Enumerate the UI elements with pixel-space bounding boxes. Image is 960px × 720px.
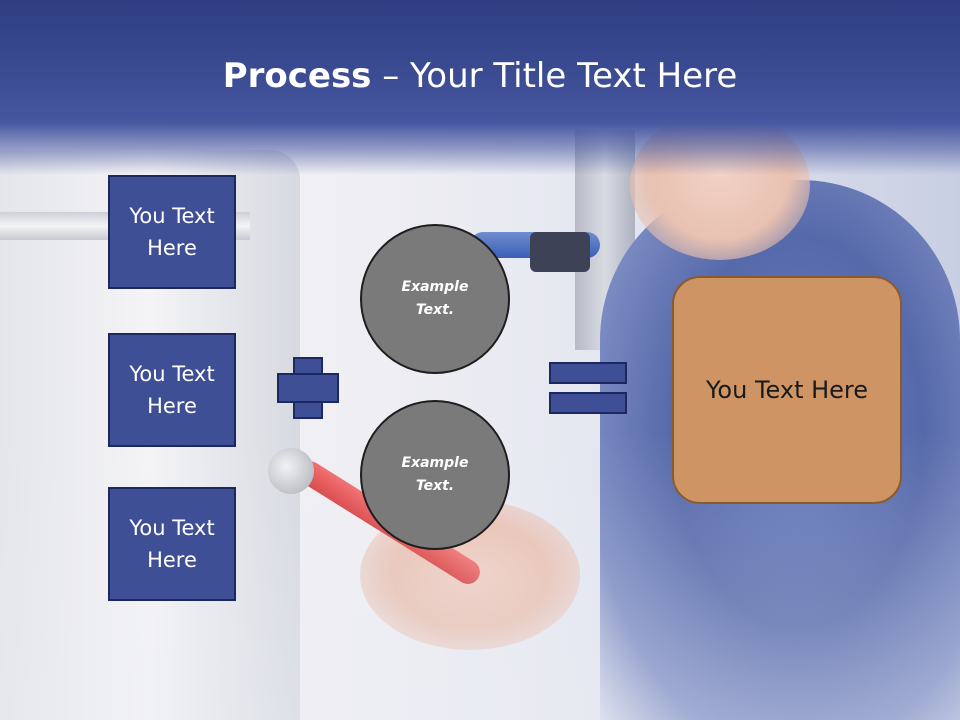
result-box-text: You Text Here bbox=[705, 376, 869, 404]
text-box-3[interactable]: You Text Here bbox=[108, 487, 236, 601]
equals-bottom-bar bbox=[549, 392, 627, 414]
circle-2-line1: Example bbox=[401, 455, 469, 471]
text-box-1[interactable]: You Text Here bbox=[108, 175, 236, 289]
text-box-1-text: You Text Here bbox=[129, 200, 214, 264]
text-box-2-line1: You Text bbox=[129, 362, 215, 386]
circle-2[interactable]: Example Text. bbox=[360, 400, 510, 550]
title-rest: – Your Title Text Here bbox=[371, 56, 738, 96]
circle-1-line2: Text. bbox=[415, 302, 455, 318]
circle-1-text: Example Text. bbox=[402, 276, 469, 322]
circle-2-line2: Text. bbox=[415, 478, 455, 494]
circle-1-line1: Example bbox=[401, 279, 469, 295]
text-box-2-line2: Here bbox=[147, 394, 197, 418]
circle-1[interactable]: Example Text. bbox=[360, 224, 510, 374]
text-box-1-line1: You Text bbox=[129, 204, 215, 228]
plus-center bbox=[295, 375, 321, 401]
title-bold: Process bbox=[222, 56, 372, 96]
background-valve bbox=[268, 448, 314, 494]
background-fitting bbox=[530, 232, 590, 272]
text-box-3-text: You Text Here bbox=[129, 512, 214, 576]
slide-title[interactable]: Process – Your Title Text Here bbox=[0, 54, 960, 98]
text-box-2-text: You Text Here bbox=[129, 358, 214, 422]
text-box-1-line2: Here bbox=[147, 236, 197, 260]
header-band bbox=[0, 0, 960, 175]
text-box-3-line1: You Text bbox=[129, 516, 215, 540]
equals-top-bar bbox=[549, 362, 627, 384]
circle-2-text: Example Text. bbox=[402, 452, 469, 498]
text-box-2[interactable]: You Text Here bbox=[108, 333, 236, 447]
result-box[interactable]: You Text Here bbox=[672, 276, 902, 504]
text-box-3-line2: Here bbox=[147, 548, 197, 572]
